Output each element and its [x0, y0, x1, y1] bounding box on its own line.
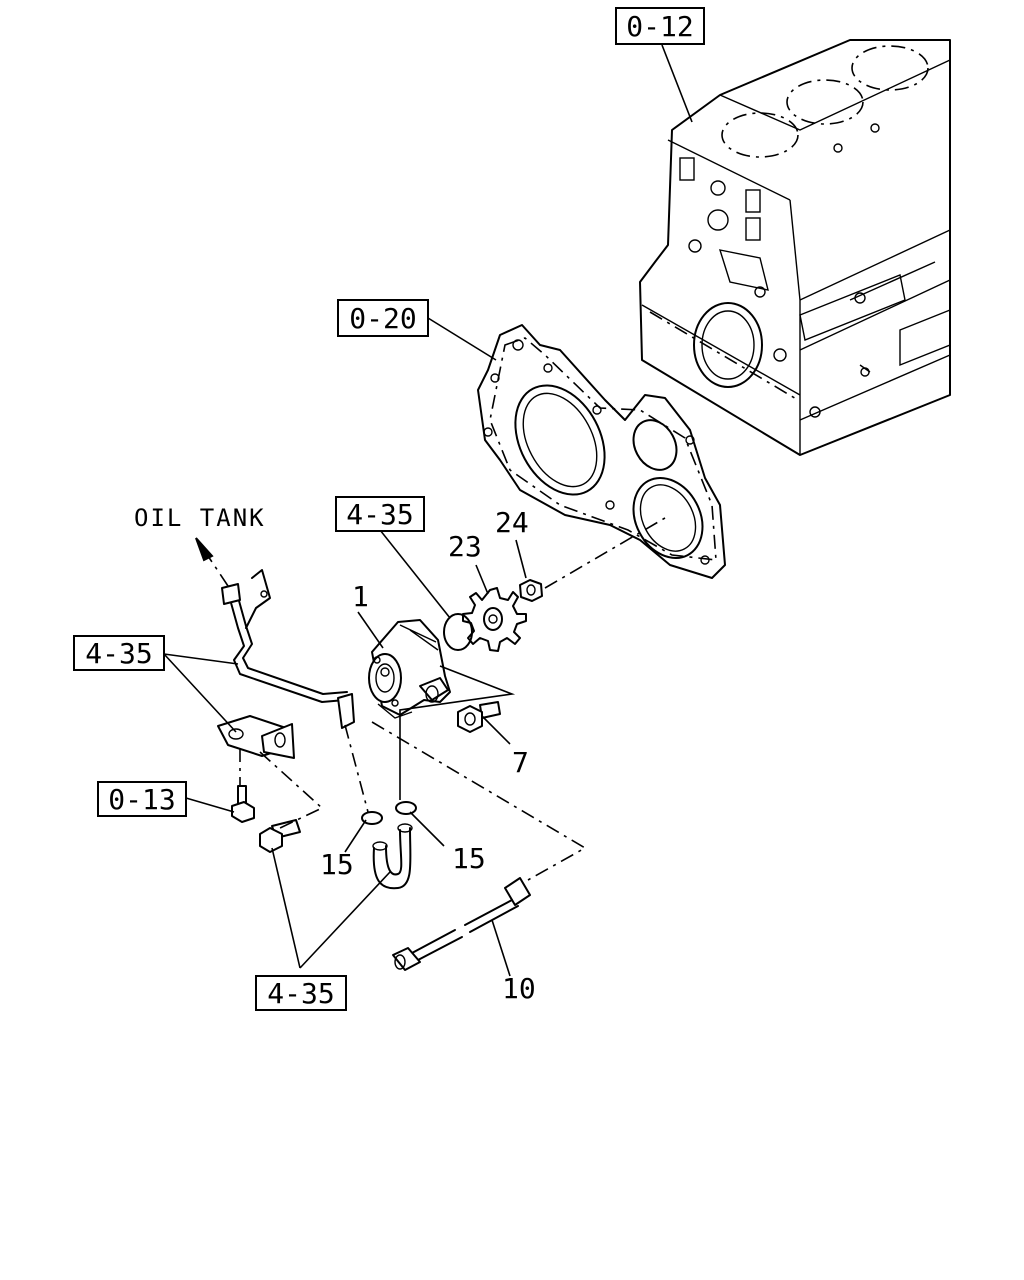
oil-pipe: [392, 877, 531, 971]
hose-clamp-right: [395, 801, 417, 815]
o-ring: [443, 613, 473, 651]
part-number-23: 23: [448, 530, 482, 563]
ref-label-4-35-left: 4-35: [73, 635, 165, 671]
front-plate-gasket: [477, 324, 726, 579]
part-number-1: 1: [352, 580, 369, 613]
part-number-15-left: 15: [320, 848, 354, 881]
rubber-hose: [372, 823, 413, 890]
part-number-15-right: 15: [452, 842, 486, 875]
oil-pump: [368, 619, 451, 719]
svg-text:0-20: 0-20: [349, 302, 416, 335]
hex-nut: [519, 579, 543, 602]
assembly-center-lines: [239, 517, 666, 881]
svg-text:4-35: 4-35: [267, 977, 334, 1010]
svg-text:4-35: 4-35: [346, 498, 413, 531]
mounting-bracket: [217, 715, 295, 759]
bracket-bolt: [231, 785, 255, 823]
stud-bolt: [259, 819, 301, 853]
svg-text:4-35: 4-35: [85, 637, 152, 670]
leader-lines: [163, 44, 693, 977]
part-number-10: 10: [502, 972, 536, 1005]
ref-label-0-20: 0-20: [337, 299, 429, 337]
ref-label-4-35-bottom: 4-35: [255, 975, 347, 1011]
oil-tank-arrow: [195, 537, 229, 587]
part-number-24: 24: [495, 506, 529, 539]
oil-tank-pipe: [221, 569, 355, 729]
ref-label-0-12: 0-12: [615, 7, 705, 45]
svg-text:0-12: 0-12: [626, 10, 693, 43]
engine-block: [639, 39, 951, 456]
flange-bolt: [457, 701, 501, 733]
svg-text:0-13: 0-13: [108, 783, 175, 816]
ref-label-0-13: 0-13: [97, 781, 187, 817]
ref-label-4-35-top: 4-35: [335, 496, 425, 532]
hose-clamp-left: [361, 811, 383, 825]
part-number-7: 7: [512, 746, 529, 779]
oil-tank-label: OIL TANK: [134, 504, 266, 532]
gear-sprocket: [462, 587, 527, 652]
